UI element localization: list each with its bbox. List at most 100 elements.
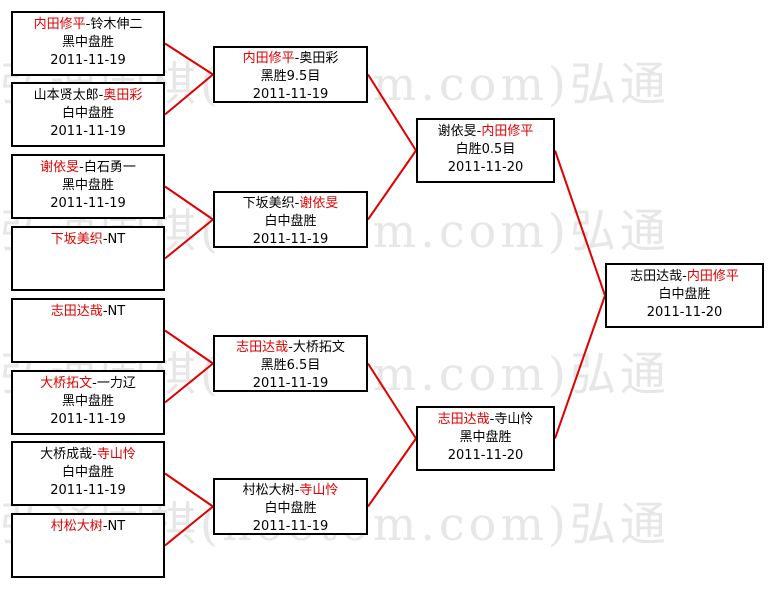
player-one-name: 志田达哉	[437, 412, 490, 427]
bracket-connector-line	[164, 362, 214, 404]
player-one-name: 下坂美织	[50, 232, 103, 247]
player-two-name: 寺山怜	[494, 412, 534, 427]
match-result: 黑胜9.5目	[260, 69, 321, 84]
matchup-line: 大桥拓文-一力辽	[13, 375, 163, 393]
match-date: 2011-11-19	[252, 232, 329, 247]
matchup-line: 谢依旻-白石勇一	[13, 159, 163, 177]
player-two-name: NT	[107, 232, 126, 247]
match-result	[13, 536, 163, 554]
match-date	[13, 339, 163, 357]
match-date: 2011-11-19	[50, 196, 126, 211]
player-two-name: NT	[107, 304, 126, 319]
bracket-connector-line	[367, 362, 417, 440]
bracket-connector-line	[367, 73, 417, 152]
round1-match-box: 村松大树-NT	[11, 513, 165, 578]
matchup-line: 志田达哉-寺山怜	[418, 411, 553, 429]
matchup-line: 谢依旻-内田修平	[418, 123, 553, 141]
player-two-name: 寺山怜	[299, 483, 339, 498]
match-date	[13, 267, 163, 285]
player-one-name: 志田达哉	[236, 340, 289, 355]
matchup-line: 内田修平-铃木伸二	[13, 16, 163, 34]
matchup-line: 村松大树-寺山怜	[215, 482, 366, 500]
match-result: 白中盘胜	[264, 214, 317, 229]
match-date: 2011-11-20	[447, 160, 524, 175]
match-date: 2011-11-19	[50, 412, 126, 427]
versus-separator: -	[294, 196, 300, 211]
matchup-line: 山本贤太郎-奥田彩	[13, 87, 163, 105]
match-date: 2011-11-20	[646, 305, 723, 320]
versus-separator: -	[476, 124, 482, 139]
round1-match-box: 下坂美织-NT	[11, 226, 165, 291]
versus-separator: -	[102, 519, 108, 534]
player-one-name: 下坂美织	[242, 196, 295, 211]
match-date: 2011-11-19	[50, 53, 126, 68]
match-result: 黑胜6.5目	[260, 358, 321, 373]
player-one-name: 内田修平	[242, 51, 295, 66]
matchup-line: 志田达哉-NT	[13, 303, 163, 321]
match-result	[13, 249, 163, 267]
player-one-name: 谢依旻	[40, 160, 80, 175]
bracket-connector-line	[367, 149, 417, 221]
player-two-name: 一力辽	[96, 376, 136, 391]
versus-separator: -	[294, 51, 300, 66]
match-date	[13, 554, 163, 572]
bracket-connector-line	[164, 73, 214, 116]
match-date: 2011-11-19	[50, 124, 126, 139]
player-two-name: 内田修平	[481, 124, 534, 139]
player-two-name: 奥田彩	[103, 88, 143, 103]
player-two-name: 奥田彩	[299, 51, 339, 66]
versus-separator: -	[79, 160, 84, 175]
match-result: 黑中盘胜	[61, 394, 114, 409]
round1-match-box: 大桥拓文-一力辽黑中盘胜 2011-11-19	[11, 370, 165, 435]
player-one-name: 内田修平	[33, 17, 86, 32]
matchup-line: 志田达哉-大桥拓文	[215, 339, 366, 357]
player-two-name: 铃木伸二	[90, 17, 143, 32]
match-result: 白中盘胜	[61, 106, 114, 121]
player-one-name: 志田达哉	[630, 269, 683, 284]
match-date: 2011-11-19	[252, 87, 329, 102]
match-result: 黑中盘胜	[61, 35, 114, 50]
match-date: 2011-11-19	[252, 519, 329, 534]
versus-separator: -	[102, 304, 108, 319]
matchup-line: 志田达哉-内田修平	[607, 268, 762, 286]
versus-separator: -	[102, 232, 108, 247]
versus-separator: -	[85, 17, 91, 32]
bracket-connector-line	[164, 218, 214, 260]
versus-separator: -	[288, 340, 293, 355]
match-result: 白中盘胜	[658, 287, 711, 302]
match-result: 黑中盘胜	[61, 178, 114, 193]
versus-separator: -	[92, 447, 97, 462]
bracket-connector-line	[164, 42, 214, 76]
player-two-name: 大桥拓文	[292, 340, 345, 355]
player-one-name: 谢依旻	[437, 124, 477, 139]
final-match-box: 志田达哉-内田修平白中盘胜 2011-11-20	[605, 263, 764, 328]
player-two-name: 内田修平	[686, 269, 739, 284]
bracket-connector-line	[164, 472, 214, 508]
match-result: 白中盘胜	[264, 501, 317, 516]
matchup-line: 村松大树-NT	[13, 518, 163, 536]
bracket-connector-line	[164, 185, 214, 221]
match-result	[13, 321, 163, 339]
versus-separator: -	[294, 483, 300, 498]
versus-separator: -	[92, 376, 97, 391]
bracket-connector-line	[164, 329, 214, 365]
round2-match-box: 村松大树-寺山怜白中盘胜 2011-11-19	[213, 478, 368, 535]
round1-match-box: 谢依旻-白石勇一黑中盘胜 2011-11-19	[11, 154, 165, 219]
matchup-line: 内田修平-奥田彩	[215, 50, 366, 68]
match-result: 白胜0.5目	[455, 142, 516, 157]
bracket-connector-line	[554, 295, 606, 439]
player-one-name: 山本贤太郎	[33, 88, 99, 103]
versus-separator: -	[489, 412, 495, 427]
player-one-name: 志田达哉	[50, 304, 103, 319]
matchup-line: 大桥成哉-寺山怜	[13, 446, 163, 464]
versus-separator: -	[98, 88, 104, 103]
